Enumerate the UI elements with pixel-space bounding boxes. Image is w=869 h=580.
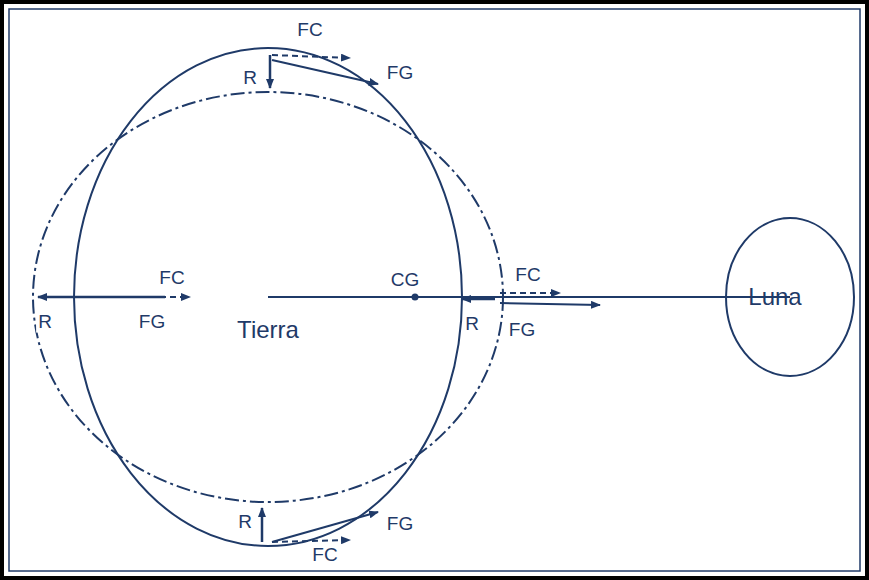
axis-connector xyxy=(463,296,725,298)
inner-frame xyxy=(9,9,860,571)
center-of-gravity xyxy=(412,294,419,301)
force-label: FG xyxy=(385,63,415,84)
force-arrow xyxy=(272,55,350,58)
force-arrow xyxy=(500,292,560,294)
force-label: FC xyxy=(295,20,324,41)
resultant-arrow xyxy=(269,55,272,88)
circle-outline xyxy=(73,47,463,547)
resultant-label: R xyxy=(36,312,54,333)
force-label: FC xyxy=(310,545,339,566)
node-label: Tierra xyxy=(237,316,299,344)
force-arrow xyxy=(500,303,600,305)
resultant-label: R xyxy=(463,314,481,335)
resultant-arrow xyxy=(261,508,264,542)
force-arrow xyxy=(272,512,378,542)
tidal-bulge xyxy=(33,92,503,502)
resultant-label: R xyxy=(241,68,259,89)
axis-line xyxy=(268,296,463,298)
force-arrow xyxy=(40,296,190,298)
force-label: FG xyxy=(507,320,537,341)
force-label: FC xyxy=(157,268,186,289)
moon-circle: Luna xyxy=(725,217,855,377)
node-label: Luna xyxy=(748,283,801,311)
force-label: FG xyxy=(385,514,415,535)
force-label: FG xyxy=(137,312,167,333)
point-label: CG xyxy=(389,270,422,291)
resultant-arrow xyxy=(462,298,495,301)
force-label: FC xyxy=(513,265,542,286)
resultant-label: R xyxy=(236,512,254,533)
earth-circle: Tierra xyxy=(73,47,463,547)
